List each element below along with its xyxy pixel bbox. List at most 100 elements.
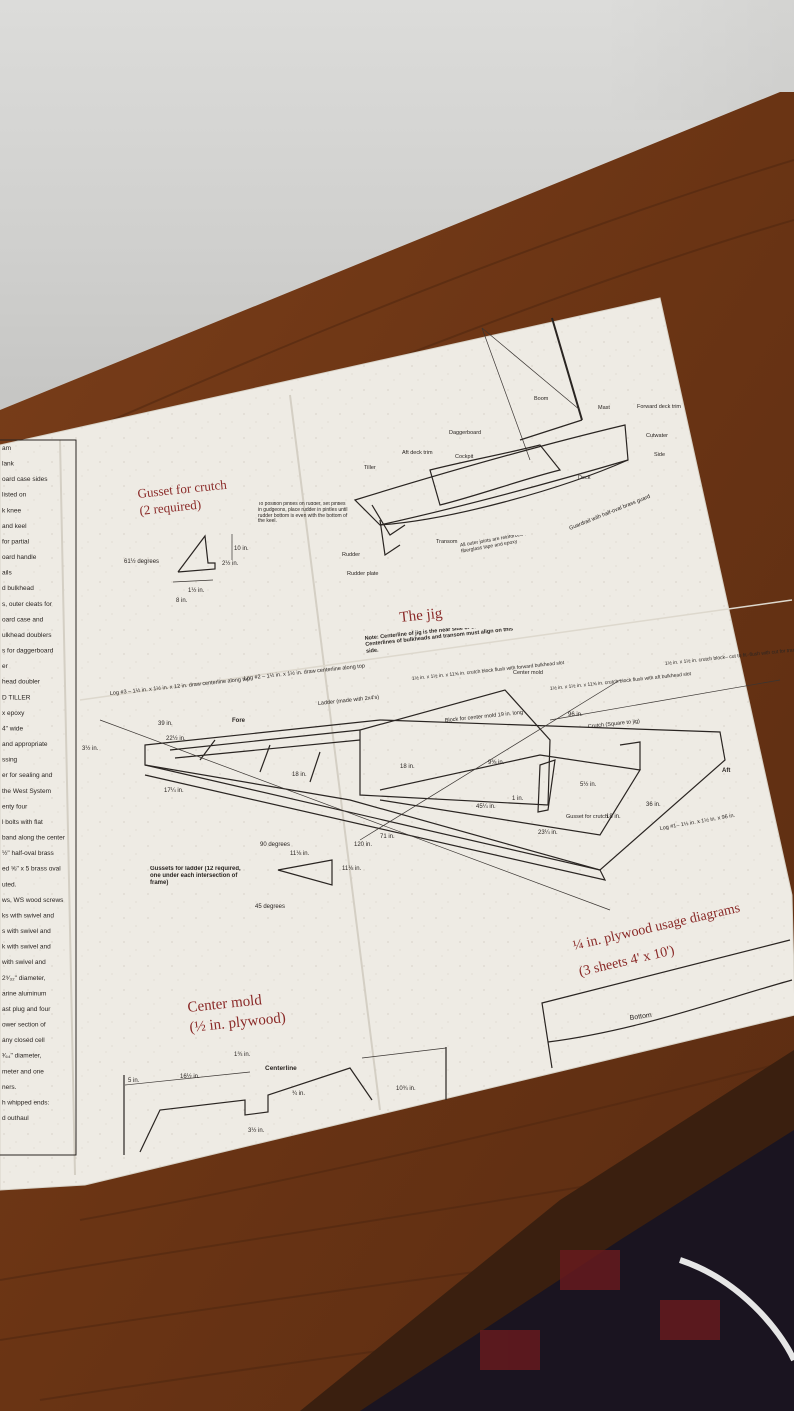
- materials-line: and keel: [2, 523, 27, 530]
- jig-d22: 22½ in.: [166, 735, 186, 742]
- materials-line: d outhaul: [2, 1115, 29, 1122]
- materials-line: ners.: [2, 1084, 17, 1091]
- jig-d3: 3½ in.: [82, 745, 99, 752]
- label-deck: Deck: [578, 475, 591, 481]
- gusset-title: Gusset for crutch: [137, 477, 228, 501]
- jig-fore: Fore: [232, 718, 246, 724]
- ladder-gussets-note: Gussets for ladder (12 required, one und…: [150, 866, 241, 886]
- jig-d9: 9⅜ in.: [488, 760, 505, 766]
- materials-line: head doubler: [2, 679, 41, 686]
- jig-note: Note: Centerline of jig is the near side…: [365, 628, 513, 654]
- materials-line: am: [2, 445, 11, 452]
- ladder-gussets-diagram: Gussets for ladder (12 required, one und…: [150, 842, 362, 910]
- cm-16: 16½ in.: [180, 1073, 200, 1080]
- jig-ladder: Ladder (made with 2x4's): [318, 695, 380, 707]
- jig-d36: 36 in.: [646, 802, 661, 808]
- label-cockpit: Cockpit: [455, 454, 474, 460]
- label-forward-deck-trim: Forward deck trim: [637, 404, 681, 410]
- ladder-90: 90 degrees: [260, 842, 290, 848]
- materials-line: with swivel and: [1, 959, 46, 966]
- materials-line: d bulkhead: [2, 585, 34, 592]
- materials-line: k knee: [2, 507, 22, 514]
- jig-d23: 23¼ in.: [538, 830, 558, 836]
- jig-gusset-crutch: Gusset for crutch: [566, 814, 608, 820]
- ladder-11a: 11⅛ in.: [290, 851, 310, 857]
- boat-diagram: Boom Mast Forward deck trim Cutwater Sid…: [258, 317, 681, 577]
- label-daggerboard: Daggerboard: [449, 430, 481, 436]
- jig-diagram: The jig Note: Centerline of jig is the n…: [82, 606, 794, 911]
- materials-line: for partial: [2, 539, 30, 546]
- label-transom: Transom: [436, 539, 458, 545]
- label-guardrail: Guardrail with half-oval brass guard: [569, 494, 652, 532]
- cm-centerline: Centerline: [265, 1065, 297, 1072]
- ladder-11b: 11⅛ in.: [342, 866, 362, 872]
- pintles-note: To position pintles on rudder, set pintl…: [258, 502, 348, 524]
- label-boom: Boom: [534, 396, 549, 402]
- materials-line: ks with swivel and: [2, 912, 54, 919]
- materials-line: ed ⅝" x 5 brass oval: [2, 866, 61, 873]
- materials-line: ast plug and four: [2, 1006, 51, 1013]
- cm-10: 10¾ in.: [396, 1086, 416, 1092]
- label-rudder-plate: Rudder plate: [347, 571, 379, 577]
- outer-joints-note: All outer joints are reinforced with 2 l…: [460, 535, 558, 554]
- plywood-diagram: ¼ in. plywood usage diagrams (3 sheets 4…: [541, 901, 793, 1069]
- materials-list: am lank oard case sides listed on k knee and …: [0, 439, 77, 1156]
- plywood-bottom: Bottom: [629, 1012, 652, 1022]
- jig-crutch-square: Crutch (Square to jig): [588, 719, 641, 730]
- materials-line: D TILLER: [2, 694, 31, 701]
- label-tiller: Tiller: [364, 465, 376, 471]
- materials-line: any closed cell: [2, 1037, 45, 1044]
- materials-line: lank: [2, 461, 15, 468]
- materials-line: oard case and: [2, 616, 44, 623]
- cm-1: 1¾ in.: [234, 1052, 251, 1058]
- jig-d1: 1 in.: [512, 796, 524, 802]
- materials-line: k with swivel and: [2, 944, 51, 951]
- jig-center-mold: Center mold: [513, 670, 543, 676]
- jig-aft: Aft: [722, 768, 730, 774]
- jig-crutch-block-aft: 1½ in. x 1½ in. x 11⅝ in. crutch block f…: [549, 670, 691, 692]
- gusset-angle: 61½ degrees: [124, 558, 159, 565]
- materials-line: h whipped ends:: [2, 1099, 50, 1106]
- materials-line: and appropriate: [2, 741, 48, 748]
- plywood-title: ¼ in. plywood usage diagrams: [572, 901, 742, 954]
- materials-line: listed on: [2, 492, 27, 499]
- jig-d120: 120 in.: [354, 842, 372, 848]
- gusset-w3: 8 in.: [176, 598, 188, 604]
- label-side: Side: [654, 452, 665, 458]
- materials-line: the West System: [2, 788, 51, 795]
- materials-line: ³⁄₆₄" diameter,: [2, 1053, 42, 1060]
- label-rudder: Rudder: [342, 552, 360, 558]
- jig-log3: Log #3 – 1½ in. x 1½ in. x 12 in. draw c…: [109, 675, 250, 697]
- jig-d5: 5½ in.: [580, 781, 597, 788]
- plans-sheet: [0, 297, 794, 1191]
- label-mast: Mast: [598, 405, 610, 411]
- jig-d18a: 18 in.: [292, 772, 307, 778]
- jig-log2: Log #2 – 1½ in. x 1½ in. draw centerline…: [243, 662, 365, 682]
- jig-d17: 17¼ in.: [164, 788, 184, 794]
- materials-line: ulkhead doublers: [2, 632, 52, 639]
- materials-line: 4" wide: [2, 726, 23, 733]
- materials-line: meter and one: [2, 1068, 44, 1075]
- gusset-w1: 2½ in.: [222, 560, 239, 567]
- gusset-subtitle: (2 required): [139, 497, 202, 518]
- jig-d18b: 18 in.: [400, 764, 415, 770]
- jig-log1: Log #1– 1½ in. x 1½ in. x 96 in.: [659, 812, 736, 832]
- label-aft-deck-trim: Aft deck trim: [402, 450, 433, 456]
- materials-line: uted.: [2, 881, 17, 888]
- center-mold-diagram: Center mold (½ in. plywood) 5 in. 16½ in…: [123, 992, 447, 1155]
- materials-line: ½" half-oval brass: [2, 849, 55, 857]
- label-cutwater: Cutwater: [646, 433, 668, 439]
- materials-line: ws, WS wood screws: [1, 897, 64, 904]
- materials-line: oard case sides: [2, 476, 48, 483]
- jig-d96: 96 in.: [568, 712, 583, 718]
- cm-34: ¾ in.: [292, 1091, 305, 1097]
- materials-line: band along the center: [2, 835, 66, 842]
- materials-line: l bolts with flat: [2, 819, 43, 826]
- materials-line: arine aluminum: [2, 990, 46, 997]
- materials-line: 2⁹⁄₃₂" diameter,: [2, 975, 46, 982]
- jig-d18c: 18 in.: [606, 814, 621, 820]
- cm-3: 3½ in.: [248, 1127, 265, 1134]
- materials-line: ssing: [2, 757, 18, 764]
- jig-d39: 39 in.: [158, 721, 173, 727]
